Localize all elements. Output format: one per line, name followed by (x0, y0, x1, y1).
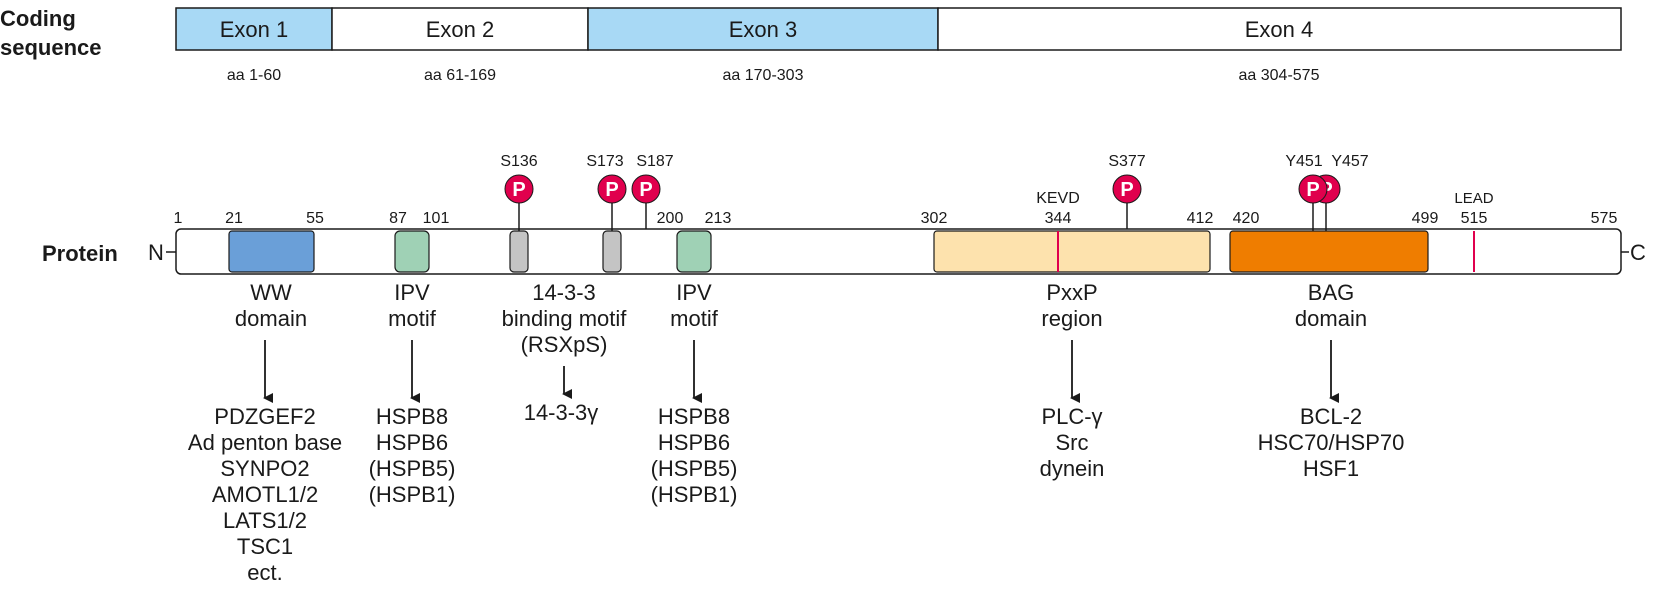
s377-label: S377 (1108, 153, 1145, 170)
ww-domain-caption-2: domain (235, 306, 307, 331)
partner-hsf1: HSF1 (1303, 456, 1359, 481)
pxxp-region-caption-2: region (1041, 306, 1102, 331)
binding-motif-1-box (509, 230, 529, 273)
residue-55: 55 (306, 210, 324, 227)
partner-hspb8-1: HSPB8 (376, 404, 448, 429)
residue-1: 1 (174, 210, 183, 227)
partner-hspb6-1: HSPB6 (376, 430, 448, 455)
binding-motif-caption-1: 14-3-3 (532, 280, 596, 305)
partner-ad-penton-base: Ad penton base (188, 430, 342, 455)
binding-motif-2-box (602, 230, 622, 273)
ipv-motif-1-box (394, 230, 430, 273)
pxxp-region-box (933, 230, 1211, 273)
residue-21: 21 (225, 210, 243, 227)
bag-domain-box (1229, 230, 1429, 273)
binding-partners: PDZGEF2 Ad penton base SYNPO2 AMOTL1/2 L… (188, 400, 1404, 585)
partner-ect: ect. (247, 560, 282, 585)
exon-4-range: aa 304-575 (1239, 67, 1320, 84)
partner-tsc1: TSC1 (237, 534, 293, 559)
residue-numbers: 1 21 55 87 101 200 213 302 344 412 420 4… (174, 190, 1618, 227)
binding-motif-caption-3: (RSXpS) (521, 332, 608, 357)
y457-label: Y457 (1331, 153, 1368, 170)
ipv-motif-2-caption-2: motif (670, 306, 719, 331)
exon-1-label: Exon 1 (220, 17, 289, 42)
s187-phospho-icon (631, 174, 661, 204)
residue-101: 101 (423, 210, 450, 227)
protein-label: Protein (42, 241, 118, 266)
exon-4-box (937, 7, 1622, 51)
partner-lats1-2: LATS1/2 (223, 508, 307, 533)
kevd-label: KEVD (1036, 190, 1080, 207)
exon-2-box (331, 7, 589, 51)
partner-dynein: dynein (1040, 456, 1105, 481)
s173-phospho-symbol: P (605, 179, 618, 201)
residue-412: 412 (1187, 210, 1214, 227)
s377-phospho-icon (1112, 174, 1142, 204)
pxxp-region-caption-1: PxxP (1046, 280, 1097, 305)
coding-sequence-label-line2: sequence (0, 35, 102, 60)
y451-phospho-symbol: P (1306, 179, 1319, 201)
exon-4-label: Exon 4 (1245, 17, 1314, 42)
exon-2-label: Exon 2 (426, 17, 495, 42)
partner-hspb5-1: (HSPB5) (369, 456, 456, 481)
binding-motif-caption-2: binding motif (502, 306, 628, 331)
exon-bar: Exon 1 Exon 2 Exon 3 Exon 4 aa 1-60 aa 6… (175, 7, 1622, 84)
residue-575: 575 (1591, 210, 1618, 227)
y451-phospho-icon (1298, 174, 1328, 204)
exon-1-range: aa 1-60 (227, 67, 281, 84)
residue-499: 499 (1412, 210, 1439, 227)
partner-14-3-3-gamma: 14-3-3γ (524, 400, 599, 425)
partner-pdzgef2: PDZGEF2 (214, 404, 315, 429)
ipv-motif-2-box (676, 230, 712, 273)
s173-phospho-icon (597, 174, 627, 204)
partner-src: Src (1056, 430, 1089, 455)
exon-1-box (175, 7, 333, 51)
exon-2-range: aa 61-169 (424, 67, 496, 84)
y451-label: Y451 (1285, 153, 1322, 170)
residue-87: 87 (389, 210, 407, 227)
feature-captions: WW domain IPV motif 14-3-3 binding motif… (235, 280, 1367, 357)
coding-sequence-label-line1: Coding (0, 6, 76, 31)
partner-bcl-2: BCL-2 (1300, 404, 1362, 429)
partner-plc-gamma: PLC-γ (1041, 404, 1102, 429)
s136-phospho-symbol: P (512, 179, 525, 201)
s187-label: S187 (636, 153, 673, 170)
residue-420: 420 (1233, 210, 1260, 227)
partner-hspb1-1: (HSPB1) (369, 482, 456, 507)
partner-synpo2: SYNPO2 (220, 456, 309, 481)
bag-domain-caption-2: domain (1295, 306, 1367, 331)
partner-hspb8-2: HSPB8 (658, 404, 730, 429)
bag-domain-caption-1: BAG (1308, 280, 1354, 305)
ipv-motif-2-caption-1: IPV (676, 280, 712, 305)
partner-hspb1-2: (HSPB1) (651, 482, 738, 507)
ipv-motif-1-caption-1: IPV (394, 280, 430, 305)
residue-213: 213 (705, 210, 732, 227)
s187-phospho-symbol: P (639, 179, 652, 201)
partner-hspb5-2: (HSPB5) (651, 456, 738, 481)
protein-bar: N C (148, 228, 1646, 275)
n-terminus-label: N (148, 240, 164, 265)
partner-hsc70-hsp70: HSC70/HSP70 (1258, 430, 1405, 455)
lead-label: LEAD (1454, 190, 1493, 207)
exon-3-range: aa 170-303 (723, 67, 804, 84)
interaction-arrows (263, 340, 1339, 403)
s136-label: S136 (500, 153, 537, 170)
phosphorylation-sites: P S136 P S173 P S187 P S377 P P Y451 Y45… (500, 153, 1369, 231)
ww-domain-box (228, 230, 315, 273)
c-terminus-label: C (1630, 240, 1646, 265)
residue-200: 200 (657, 210, 684, 227)
exon-3-label: Exon 3 (729, 17, 798, 42)
residue-344: 344 (1045, 210, 1072, 227)
ipv-motif-1-caption-2: motif (388, 306, 437, 331)
residue-302: 302 (921, 210, 948, 227)
residue-515: 515 (1461, 210, 1488, 227)
s377-phospho-symbol: P (1120, 179, 1133, 201)
s173-label: S173 (586, 153, 623, 170)
partner-amotl1-2: AMOTL1/2 (212, 482, 318, 507)
s136-phospho-icon (504, 174, 534, 204)
partner-hspb6-2: HSPB6 (658, 430, 730, 455)
exon-3-box (587, 7, 939, 51)
ww-domain-caption-1: WW (250, 280, 292, 305)
